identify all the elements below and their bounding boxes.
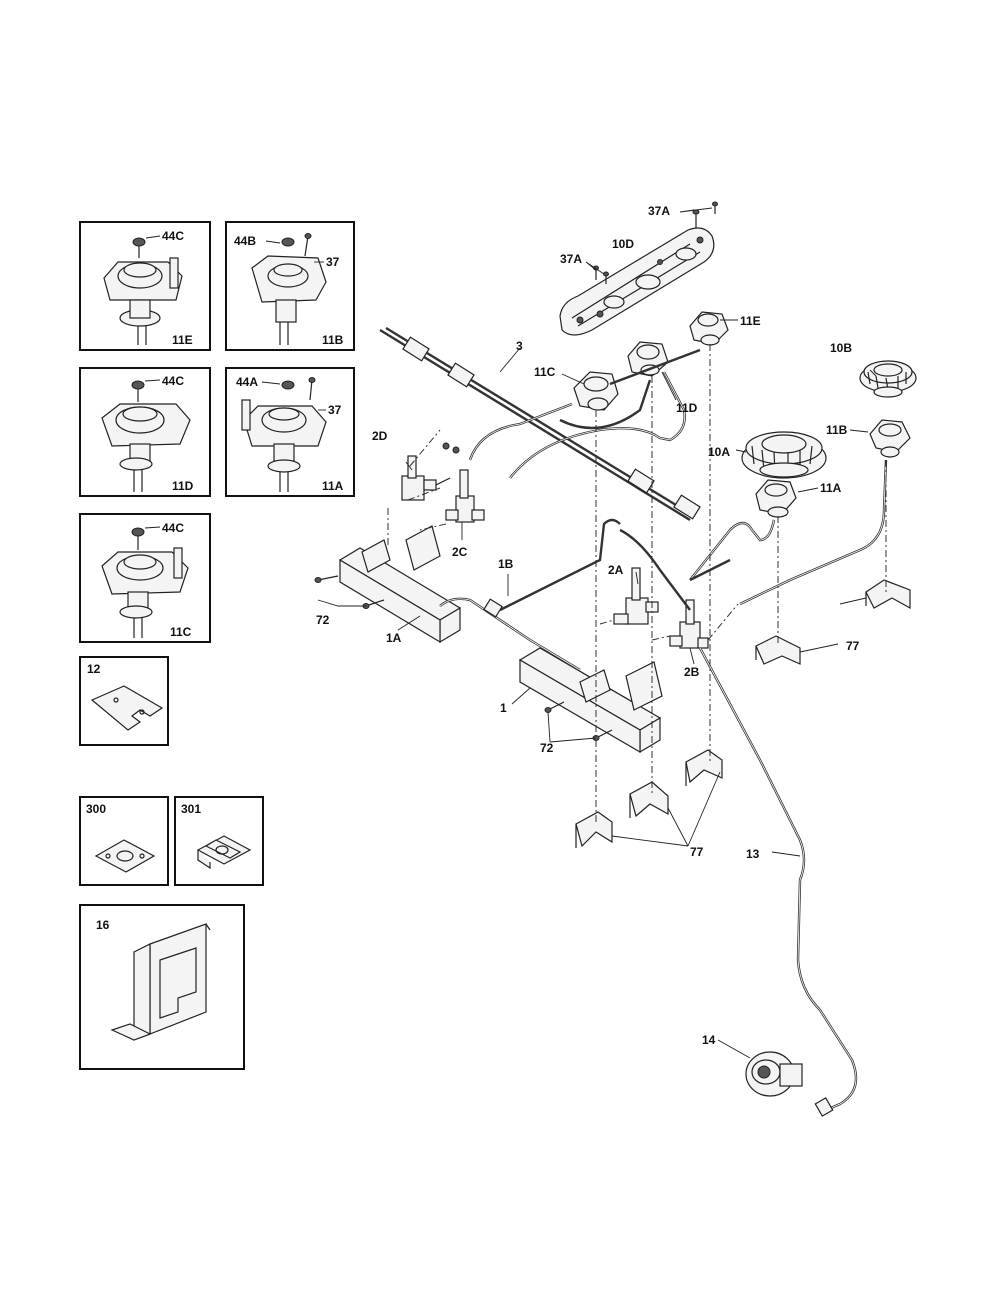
inset-11b: 44B 37 11B: [225, 221, 355, 351]
orifice-tube-upper-4: [559, 379, 652, 430]
bracket-77-right-lower: [755, 635, 801, 665]
label-44c-11d: 44C: [162, 374, 184, 388]
heat-shield-16-illustration: [110, 923, 211, 1041]
callout-2d: 2D: [372, 429, 388, 443]
bracket-77-bottom-2: [629, 781, 669, 818]
callout-11a: 11A: [820, 481, 842, 495]
tube-1b-riser: [499, 518, 621, 612]
callout-10d: 10D: [612, 237, 634, 251]
screws-72: [314, 575, 613, 741]
callout-14: 14: [702, 1033, 716, 1047]
label-44c-11c: 44C: [162, 521, 184, 535]
burner-cap-10b: [859, 360, 917, 398]
burner-head-11e-illustration: [103, 237, 183, 345]
valve-2c: [445, 469, 485, 523]
callout-10b: 10B: [830, 341, 852, 355]
bracket-77-bottom-3: [685, 749, 723, 786]
bracket-77-bottom-1: [575, 811, 613, 848]
inset-301: 301: [174, 796, 264, 886]
bracket-301-illustration: [196, 835, 252, 870]
burner-head-11e: [689, 311, 729, 346]
label-37-11b: 37: [326, 255, 340, 269]
burner-head-11d-illustration: [101, 380, 191, 492]
callout-72-left: 72: [316, 613, 330, 627]
inset-label-12: 12: [87, 662, 101, 676]
inset-label-301: 301: [181, 802, 201, 816]
callout-72-mid: 72: [540, 741, 554, 755]
gas-tube-13: [698, 647, 858, 1112]
burner-10a: [741, 431, 827, 479]
callout-77-right: 77: [846, 639, 860, 653]
gasket-12-illustration: [90, 685, 164, 731]
burner-bar-10d: [559, 227, 715, 336]
manifold-tube-3: [379, 326, 701, 522]
label-44c-11e: 44C: [162, 229, 184, 243]
inset-12: 12: [79, 656, 169, 746]
leader-lines: [317, 319, 877, 1059]
callout-11d: 11D: [676, 401, 698, 415]
burner-head-11a: [755, 479, 797, 518]
bracket-77-right-upper: [865, 579, 911, 610]
callout-2b: 2B: [684, 665, 700, 679]
burner-head-11b-illustration: [251, 233, 327, 345]
label-44b: 44B: [234, 234, 256, 248]
burner-head-11c-illustration: [101, 527, 189, 638]
inset-11e: 44C 11E: [79, 221, 211, 351]
label-44a: 44A: [236, 375, 258, 389]
inset-label-11d: 11D: [172, 479, 194, 493]
callout-10a: 10A: [708, 445, 730, 459]
pressure-regulator-14: [745, 1051, 834, 1117]
burner-head-11a-illustration: [241, 377, 327, 492]
callout-1: 1: [500, 701, 507, 715]
orifice-tube-upper-3: [609, 348, 701, 386]
inset-11c: 44C 11C: [79, 513, 211, 643]
callout-labels: 37A 37A 10D 11E 3 11C 11D 10B 2D 10A 11B…: [316, 204, 860, 1047]
burner-head-11c: [573, 371, 619, 411]
burner-head-11b: [869, 419, 911, 458]
callout-3: 3: [516, 339, 523, 353]
valve-2d: [401, 442, 460, 501]
callout-13: 13: [746, 847, 760, 861]
manifold-bracket-1: [518, 647, 663, 754]
inset-label-11e: 11E: [172, 333, 193, 347]
callout-1b: 1B: [498, 557, 514, 571]
callout-77-bottom: 77: [690, 845, 704, 859]
callout-11c: 11C: [534, 365, 556, 379]
callout-11e: 11E: [740, 314, 761, 328]
callout-11b: 11B: [826, 423, 848, 437]
label-37-11a: 37: [328, 403, 342, 417]
inset-label-16: 16: [96, 918, 110, 932]
inset-label-11a: 11A: [322, 479, 344, 493]
callout-2a: 2A: [608, 563, 624, 577]
inset-label-11c: 11C: [170, 625, 192, 639]
orifice-tube-11b: [739, 459, 888, 606]
inset-16: 16: [79, 904, 245, 1070]
inset-label-11b: 11B: [322, 333, 344, 347]
callout-37a-top: 37A: [648, 204, 670, 218]
callout-2c: 2C: [452, 545, 468, 559]
callout-37a-left: 37A: [560, 252, 582, 266]
orifice-tube-11a: [689, 519, 776, 581]
callout-1a: 1A: [386, 631, 402, 645]
manifold-bracket-1a: [338, 525, 462, 644]
plate-300-illustration: [94, 839, 156, 873]
inset-label-300: 300: [86, 802, 106, 816]
valve-feed-tube: [619, 528, 691, 611]
inset-300: 300: [79, 796, 169, 886]
valve-2b: [669, 599, 709, 649]
alignment-lines: [387, 344, 887, 824]
inset-11a: 44A 37 11A: [225, 367, 355, 497]
inset-11d: 44C 11D: [79, 367, 211, 497]
burner-head-11d: [627, 341, 669, 377]
